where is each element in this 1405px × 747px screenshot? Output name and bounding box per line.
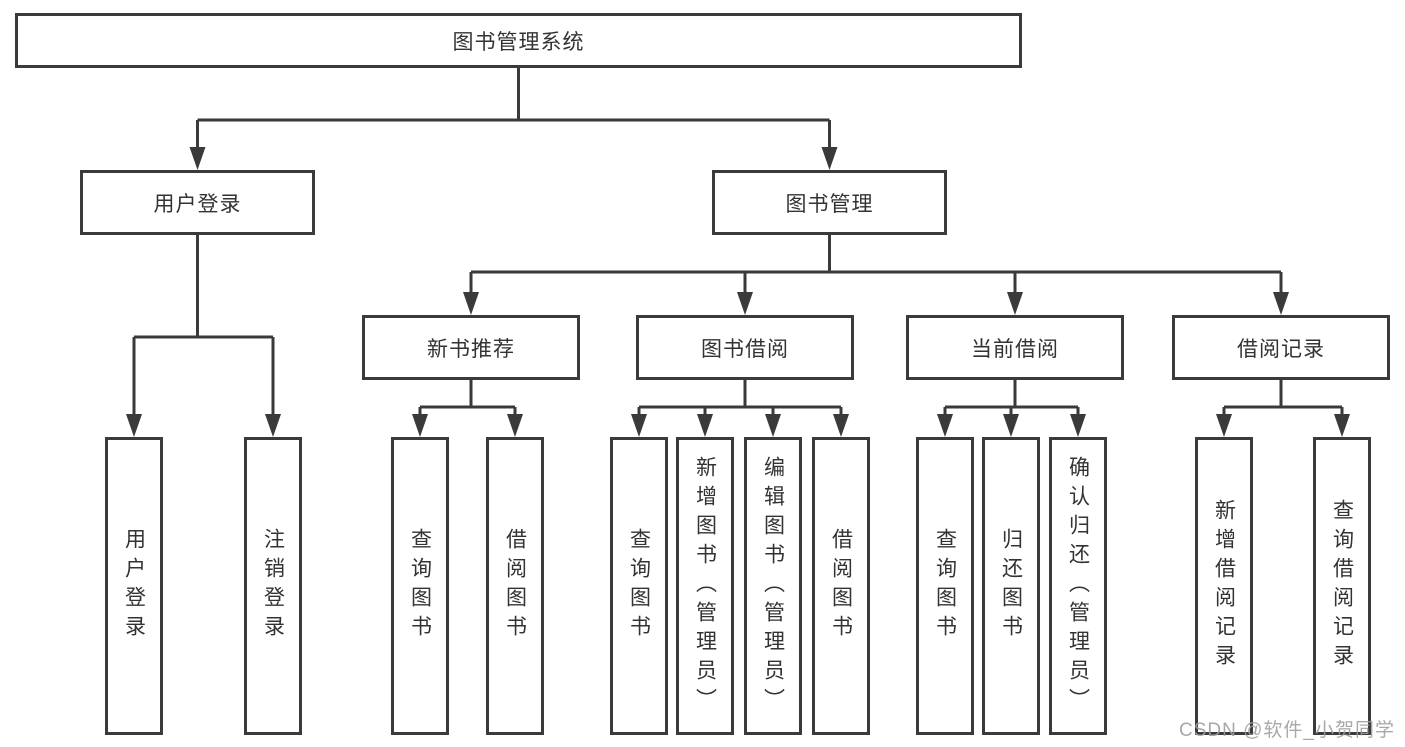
node-current-borrowing: 当前借阅 bbox=[906, 315, 1124, 380]
node-label: 图书借阅 bbox=[701, 337, 789, 361]
leaf-logout: 注销登录 bbox=[244, 437, 302, 735]
leaf-label: 借阅图书 bbox=[829, 528, 853, 644]
leaf-edit-books-admin: 编辑图书（管理员） bbox=[744, 437, 802, 735]
leaf-label: 新增借阅记录 bbox=[1212, 499, 1236, 673]
connector-new-book-children bbox=[412, 380, 523, 437]
node-library-system: 图书管理系统 bbox=[15, 13, 1022, 68]
connector-borrow-record-children bbox=[1216, 380, 1350, 437]
leaf-label: 查询图书 bbox=[627, 528, 651, 644]
leaf-label: 编辑图书（管理员） bbox=[761, 455, 785, 717]
leaf-label: 查询借阅记录 bbox=[1330, 499, 1354, 673]
connector-book-borrow-children bbox=[631, 380, 849, 437]
leaf-query-borrow-record: 查询借阅记录 bbox=[1313, 437, 1371, 735]
leaf-query-books-1: 查询图书 bbox=[391, 437, 449, 735]
leaf-borrow-books-2: 借阅图书 bbox=[812, 437, 870, 735]
node-label: 图书管理系统 bbox=[452, 30, 585, 54]
leaf-label: 用户登录 bbox=[122, 528, 146, 644]
leaf-label: 新增图书（管理员） bbox=[693, 455, 717, 717]
connector-user-login-children bbox=[126, 235, 281, 437]
leaf-return-books: 归还图书 bbox=[982, 437, 1040, 735]
node-user-login: 用户登录 bbox=[80, 170, 315, 235]
leaf-label: 查询图书 bbox=[408, 528, 432, 644]
leaf-add-books-admin: 新增图书（管理员） bbox=[676, 437, 734, 735]
node-new-book-recommend: 新书推荐 bbox=[362, 315, 580, 380]
leaf-label: 借阅图书 bbox=[503, 528, 527, 644]
connector-book-mgmt-to-groups bbox=[463, 235, 1289, 315]
node-label: 当前借阅 bbox=[971, 337, 1059, 361]
leaf-user-login: 用户登录 bbox=[105, 437, 163, 735]
leaf-label: 查询图书 bbox=[933, 528, 957, 644]
node-book-borrowing: 图书借阅 bbox=[636, 315, 854, 380]
leaf-confirm-return-admin: 确认归还（管理员） bbox=[1049, 437, 1107, 735]
node-label: 用户登录 bbox=[153, 192, 242, 216]
node-label: 新书推荐 bbox=[427, 337, 515, 361]
node-label: 借阅记录 bbox=[1237, 337, 1325, 361]
connector-current-borrow-children bbox=[937, 380, 1086, 437]
node-label: 图书管理 bbox=[785, 192, 874, 216]
leaf-label: 注销登录 bbox=[261, 528, 285, 644]
leaf-label: 归还图书 bbox=[999, 528, 1023, 644]
node-book-management: 图书管理 bbox=[712, 170, 947, 235]
leaf-borrow-books-1: 借阅图书 bbox=[486, 437, 544, 735]
leaf-add-borrow-record: 新增借阅记录 bbox=[1195, 437, 1253, 735]
leaf-query-books-2: 查询图书 bbox=[610, 437, 668, 735]
csdn-watermark: CSDN @软件_小贺同学 bbox=[1179, 720, 1395, 741]
leaf-query-books-3: 查询图书 bbox=[916, 437, 974, 735]
node-borrow-records: 借阅记录 bbox=[1172, 315, 1390, 380]
leaf-label: 确认归还（管理员） bbox=[1066, 455, 1090, 717]
connector-root-to-level1 bbox=[189, 68, 838, 170]
